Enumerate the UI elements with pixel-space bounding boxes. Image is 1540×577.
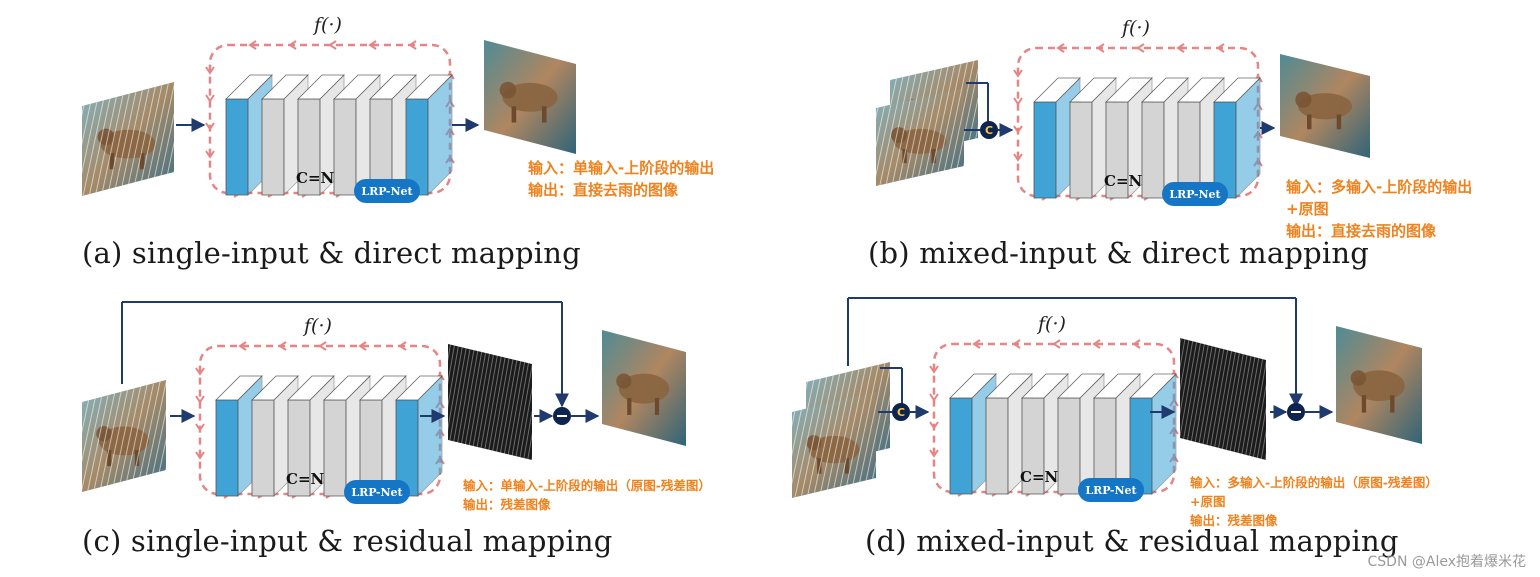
loop-arrow-top	[1052, 339, 1061, 349]
loop-arrow-left	[929, 421, 939, 430]
diagram-d: Cf(·) C=N LRP-Net	[792, 297, 1422, 502]
loop-arrow-top	[1056, 43, 1065, 53]
loop-arrow-left	[1013, 69, 1023, 78]
panel-a: f(·) C=N LRP-Net (a) single-input & direct…	[0, 0, 770, 288]
rainy-bear-image-icon	[82, 82, 174, 196]
clean-bear-image-icon	[602, 330, 686, 446]
lrp-net-badge: LRP-Net	[344, 480, 410, 504]
caption-d: (d) mixed-input & residual mapping	[865, 524, 1399, 558]
loop-arrow-left	[195, 395, 205, 404]
clean-bear-image-icon	[1280, 54, 1370, 158]
subtract-circle-icon	[553, 407, 571, 425]
conv-layer-blue	[395, 375, 443, 497]
loop-arrow-left	[1013, 125, 1023, 134]
channel-label: C=N	[1020, 468, 1059, 486]
loop-arrow-left	[205, 150, 215, 159]
loop-arrow-top	[1132, 339, 1141, 349]
loop-arrow-top	[1136, 43, 1145, 53]
loop-arrow-top	[408, 40, 417, 50]
conv-layer-blue	[405, 74, 453, 196]
loop-arrow-top	[398, 341, 407, 351]
clean-bear-image-icon	[484, 40, 576, 154]
loop-arrow-left	[205, 66, 215, 75]
svg-text:C: C	[985, 124, 993, 137]
svg-text:C: C	[897, 406, 905, 419]
function-label: f(·)	[312, 14, 342, 36]
panel-c: f(·) C=N LRP-Net (c) single-input & residu…	[0, 288, 770, 577]
loop-arrow-left	[1013, 97, 1023, 106]
function-label: f(·)	[302, 315, 332, 337]
svg-text:LRP-Net: LRP-Net	[361, 185, 413, 198]
loop-arrow-left	[195, 367, 205, 376]
notes-a: 输入：单输入-上阶段的输出 输出：直接去雨的图像	[528, 157, 714, 201]
loop-arrow-top	[278, 341, 287, 351]
subtract-circle-icon	[1287, 403, 1305, 421]
channel-label: C=N	[296, 169, 335, 187]
note-d-output: 输出：残差图像	[1190, 513, 1278, 528]
rain-streak-residual-icon	[1180, 338, 1266, 460]
function-label: f(·)	[1120, 17, 1150, 39]
note-b-output: 输出：直接去雨的图像	[1286, 222, 1437, 240]
caption-a: (a) single-input & direct mapping	[82, 236, 581, 270]
rainy-bear-image-icon	[792, 392, 876, 498]
diagram-b: Cf(·) C=N LRP-Net	[876, 17, 1370, 206]
note-d-input-extra: +原图	[1190, 494, 1226, 509]
note-c-output: 输出：残差图像	[463, 497, 551, 512]
loop-arrow-left	[205, 122, 215, 131]
svg-text:LRP-Net: LRP-Net	[1169, 188, 1221, 201]
rainy-bear-image-icon	[82, 380, 166, 492]
loop-arrow-top	[358, 341, 367, 351]
diagram-c: f(·) C=N LRP-Net	[82, 301, 686, 504]
loop-arrow-top	[368, 40, 377, 50]
loop-arrow-top	[288, 40, 297, 50]
loop-arrow-top	[1216, 43, 1225, 53]
rainy-bear-image-icon	[876, 88, 964, 186]
conv-layer-blue	[1129, 373, 1177, 495]
note-c-input: 输入：单输入-上阶段的输出（原图-残差图）	[463, 478, 711, 493]
loop-arrow-left	[195, 451, 205, 460]
loop-arrow-top	[1092, 339, 1101, 349]
loop-arrow-top	[248, 40, 257, 50]
loop-arrow-left	[929, 365, 939, 374]
loop-arrow-left	[1013, 153, 1023, 162]
notes-b: 输入：多输入-上阶段的输出 +原图 输出：直接去雨的图像	[1286, 176, 1472, 242]
note-b-input: 输入：多输入-上阶段的输出	[1286, 178, 1473, 196]
caption-c: (c) single-input & residual mapping	[82, 524, 613, 558]
diagram-a: f(·) C=N LRP-Net	[82, 14, 576, 203]
note-b-input-extra: +原图	[1286, 200, 1329, 218]
watermark: CSDN @Alex抱着爆米花	[1367, 554, 1526, 570]
svg-text:LRP-Net: LRP-Net	[1085, 484, 1137, 497]
loop-arrow-top	[1012, 339, 1021, 349]
lrp-net-badge: LRP-Net	[354, 179, 420, 203]
svg-text:LRP-Net: LRP-Net	[351, 486, 403, 499]
loop-arrow-left	[205, 94, 215, 103]
function-label: f(·)	[1036, 313, 1066, 335]
channel-label: C=N	[286, 470, 325, 488]
loop-arrow-left	[195, 423, 205, 432]
loop-arrow-top	[328, 40, 337, 50]
loop-arrow-left	[929, 393, 939, 402]
loop-arrow-top	[972, 339, 981, 349]
loop-arrow-top	[1176, 43, 1185, 53]
note-a-output: 输出：直接去雨的图像	[528, 181, 679, 199]
rain-streak-residual-icon	[448, 344, 532, 460]
loop-arrow-top	[318, 341, 327, 351]
channel-label: C=N	[1104, 172, 1143, 190]
note-a-input: 输入：单输入-上阶段的输出	[528, 159, 715, 177]
concat-circle-icon: C	[892, 403, 910, 421]
clean-bear-image-icon	[1336, 326, 1422, 444]
notes-c: 输入：单输入-上阶段的输出（原图-残差图） 输出：残差图像	[463, 476, 711, 514]
lrp-net-badge: LRP-Net	[1162, 182, 1228, 206]
notes-d: 输入：多输入-上阶段的输出（原图-残差图） +原图 输出：残差图像	[1190, 473, 1438, 530]
note-d-input: 输入：多输入-上阶段的输出（原图-残差图）	[1190, 475, 1438, 490]
lrp-net-badge: LRP-Net	[1078, 478, 1144, 502]
loop-arrow-left	[929, 449, 939, 458]
conv-layer-blue	[1213, 77, 1261, 199]
concat-circle-icon: C	[980, 121, 998, 139]
loop-arrow-top	[1096, 43, 1105, 53]
loop-arrow-top	[238, 341, 247, 351]
caption-b: (b) mixed-input & direct mapping	[868, 236, 1369, 270]
